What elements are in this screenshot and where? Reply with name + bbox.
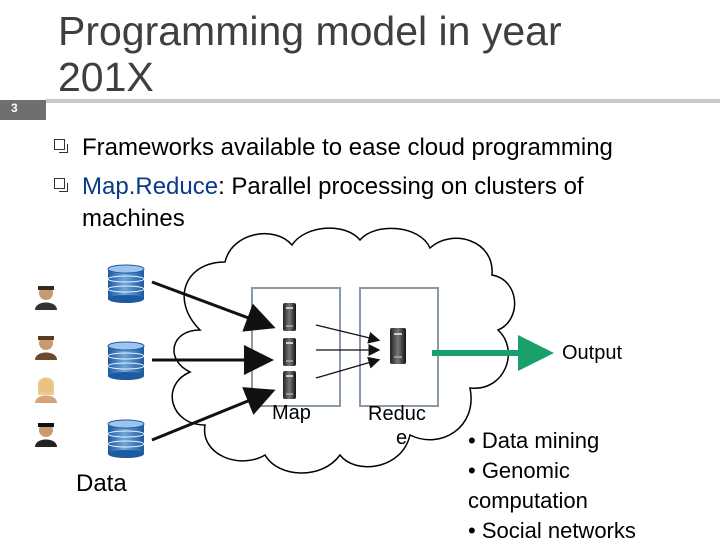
slide-number-bar bbox=[0, 100, 46, 120]
bullet-text-line2: machines bbox=[82, 205, 185, 232]
application-item: • Social networks bbox=[468, 518, 636, 543]
reduce-label-line1: Reduc bbox=[368, 403, 426, 425]
applications-list: • Data mining • Genomic computation • So… bbox=[468, 426, 636, 546]
server-icon bbox=[390, 328, 406, 364]
data-arrow bbox=[151, 387, 276, 442]
shuffle-arrow bbox=[315, 356, 381, 379]
shuffle-arrow bbox=[315, 324, 381, 344]
server-icon bbox=[283, 338, 296, 366]
page-title: Programming model in year 201X bbox=[58, 8, 658, 100]
application-item: computation bbox=[468, 488, 588, 513]
application-item: • Genomic bbox=[468, 458, 570, 483]
bullet-marker-icon bbox=[54, 178, 68, 192]
user-icon bbox=[35, 336, 57, 360]
mapreduce-emphasis: Map.Reduce bbox=[82, 173, 219, 200]
bullet-text-group: Map.Reduce: Parallel processing on clust… bbox=[82, 171, 584, 235]
slide-number: 3 bbox=[11, 101, 18, 115]
bullet-text: Frameworks available to ease cloud progr… bbox=[82, 134, 613, 161]
reduce-label-line2: e bbox=[396, 427, 408, 449]
database-icon bbox=[107, 419, 145, 458]
reduce-label: Reduc e bbox=[368, 402, 426, 450]
title-rule bbox=[46, 99, 720, 103]
user-icon bbox=[35, 423, 57, 447]
application-item: • Data mining bbox=[468, 428, 600, 453]
data-label: Data bbox=[76, 470, 127, 497]
title-line-2: 201X bbox=[58, 54, 154, 100]
bullet-text: : Parallel processing on clusters of bbox=[218, 173, 584, 200]
database-icon bbox=[107, 264, 145, 303]
data-arrow bbox=[151, 280, 276, 332]
output-label: Output bbox=[562, 342, 623, 364]
title-line-1: Programming model in year bbox=[58, 8, 562, 54]
database-icon bbox=[107, 341, 145, 380]
bullet-marker-icon bbox=[54, 139, 68, 153]
map-label: Map bbox=[272, 402, 311, 424]
user-icon bbox=[35, 286, 57, 310]
server-icon bbox=[283, 371, 296, 399]
server-icon bbox=[283, 303, 296, 331]
user-icon bbox=[35, 377, 57, 403]
